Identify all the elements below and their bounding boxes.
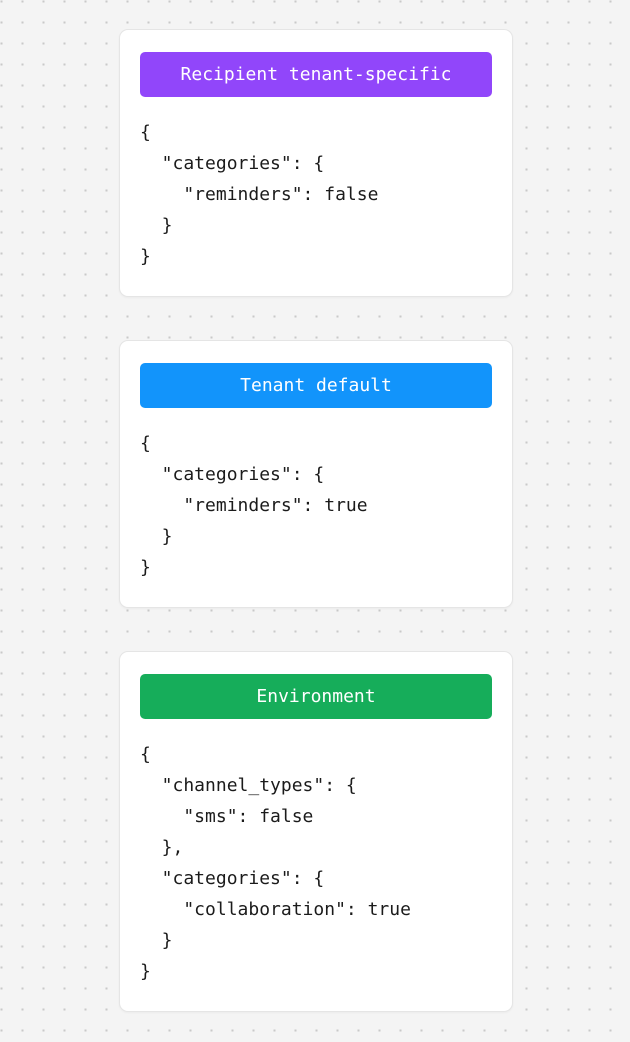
preference-layer-stack: Recipient tenant-specific { "categories"… (119, 29, 513, 1012)
preference-card-environment: Environment { "channel_types": { "sms": … (119, 651, 513, 1012)
card-header-recipient-tenant-specific: Recipient tenant-specific (140, 52, 492, 97)
card-header-environment: Environment (140, 674, 492, 719)
preference-card-tenant-default: Tenant default { "categories": { "remind… (119, 340, 513, 608)
card-header-tenant-default: Tenant default (140, 363, 492, 408)
preference-card-recipient-tenant-specific: Recipient tenant-specific { "categories"… (119, 29, 513, 297)
card-code-environment: { "channel_types": { "sms": false }, "ca… (140, 744, 411, 982)
card-code-recipient-tenant-specific: { "categories": { "reminders": false } } (140, 122, 379, 267)
card-code-tenant-default: { "categories": { "reminders": true } } (140, 433, 368, 578)
